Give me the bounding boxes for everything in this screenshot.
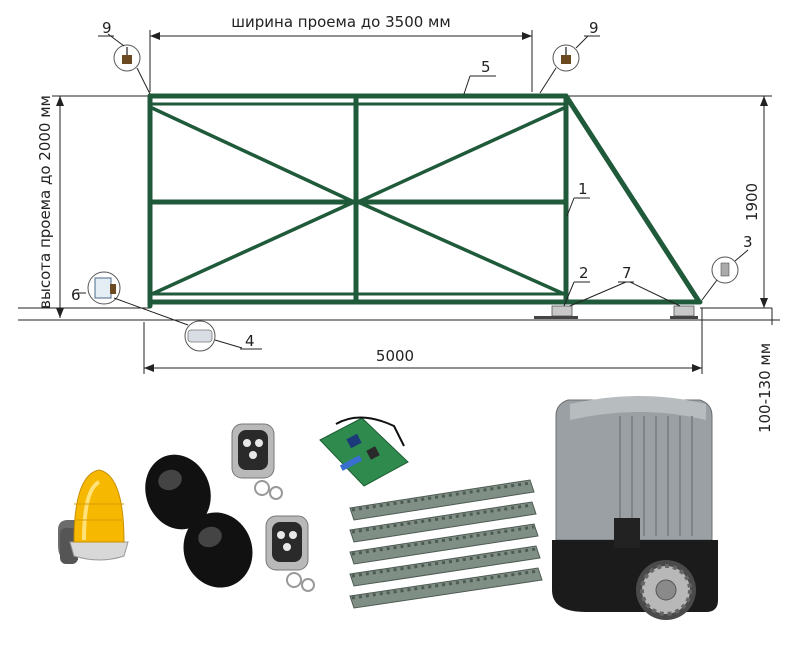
end-roller-icon	[701, 249, 749, 301]
callout-1: 1	[578, 180, 588, 198]
opening-height-label: высота проема до 2000 мм	[36, 95, 54, 309]
ground-clearance-label: 100-130 мм	[756, 343, 774, 433]
opening-width-dimension: ширина проема до 3500 мм	[149, 13, 533, 92]
total-length-label: 5000	[376, 347, 414, 365]
callout-9-left: 9	[102, 19, 112, 37]
callout-2: 2	[579, 264, 589, 282]
roller-carriage	[534, 305, 578, 319]
control-board-icon	[319, 416, 409, 487]
gate-height-label: 1900	[743, 183, 761, 221]
gate-frame	[147, 93, 703, 309]
ground-clearance-dimension: 100-130 мм	[756, 308, 774, 433]
top-catcher-right-icon	[539, 35, 589, 94]
gate-height-dimension: 1900	[568, 95, 772, 308]
callout-5: 5	[481, 58, 491, 76]
opening-height-dimension: высота проема до 2000 мм	[36, 95, 150, 318]
callout-4: 4	[245, 332, 255, 350]
gate-motor-icon	[552, 396, 718, 620]
control-box-icon	[76, 271, 121, 305]
callout-6: 6	[71, 286, 81, 304]
callout-3: 3	[743, 233, 753, 251]
photocell-bottom-icon	[113, 297, 243, 352]
remote-control-icon	[231, 423, 315, 592]
callout-9-right: 9	[589, 19, 599, 37]
top-catcher-left-icon	[107, 33, 151, 95]
support-roller	[670, 305, 698, 319]
signal-lamp-icon	[58, 469, 129, 564]
photocell-icon	[145, 454, 253, 588]
total-length-dimension: 5000	[143, 308, 703, 374]
gear-rack-icon	[349, 479, 543, 609]
callout-7: 7	[622, 264, 632, 282]
opening-width-label: ширина проема до 3500 мм	[231, 13, 450, 31]
